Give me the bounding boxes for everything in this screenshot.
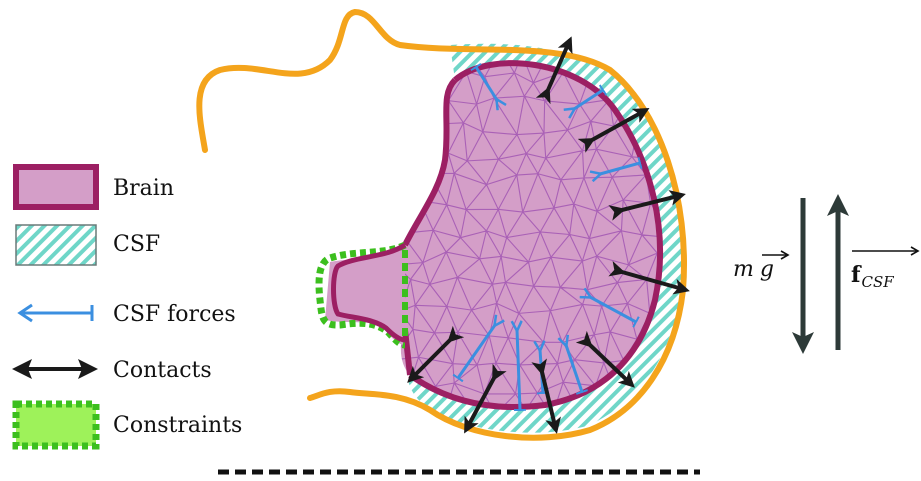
legend-brain-label: Brain [113, 176, 174, 201]
legend-contact-icon [12, 359, 98, 379]
legend-csf-swatch [16, 225, 96, 265]
weight-g-symbol: g [760, 257, 774, 282]
buoyancy-label: fCSF [851, 247, 918, 291]
svg-text:fCSF: fCSF [851, 262, 894, 291]
legend-brain-swatch [16, 167, 96, 207]
legend-constraints-label: Constraints [113, 413, 242, 438]
legend-csf-forces-label: CSF forces [113, 302, 236, 327]
buoyancy-subscript: CSF [861, 273, 894, 291]
brain-stem [319, 245, 410, 375]
svg-text:mg: mg [733, 257, 774, 282]
legend-constraints-swatch [16, 404, 96, 446]
legend-csf-force-icon [20, 305, 92, 321]
weight-mass-symbol: m [733, 257, 754, 282]
legend-contacts-label: Contacts [113, 358, 212, 383]
buoyancy-f-symbol: f [851, 262, 862, 288]
legend: Brain CSF CSF forces Contacts Constraint… [12, 167, 242, 446]
legend-csf-label: CSF [113, 232, 160, 257]
